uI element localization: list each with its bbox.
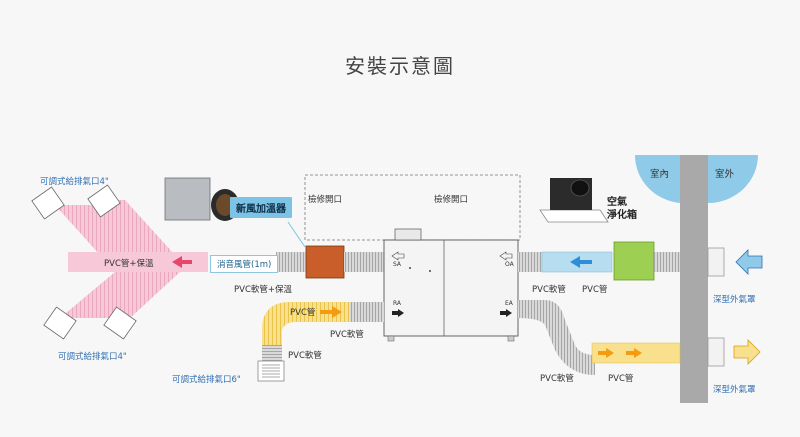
flex-duct-to-wall-top	[654, 252, 680, 272]
ea-arrow-right-2	[626, 348, 642, 358]
label-pvc-pipe-right-top: PVC管	[582, 285, 608, 295]
heater-callout-leader	[287, 221, 306, 248]
label-port-ra: RA	[393, 300, 402, 307]
label-port-sa: SA	[393, 261, 402, 268]
unit-arrow-sa	[391, 251, 405, 261]
label-inspection-port-2: 檢修開口	[434, 195, 469, 205]
flex-duct-ra	[350, 302, 384, 322]
exterior-wall	[680, 155, 708, 403]
flex-duct-heater-to-unit	[344, 252, 384, 272]
label-pvc-flex-right-top: PVC軟管	[532, 285, 566, 295]
callout-fresh-air-heater: 新風加溫器	[230, 197, 292, 218]
indoor-zone-shape	[634, 155, 680, 203]
label-air-purifier-line2: 淨化箱	[607, 210, 637, 221]
ea-arrow-right-1	[598, 348, 614, 358]
label-pvc-flex-mid: PVC軟管	[330, 330, 364, 340]
outdoor-hood-top	[707, 247, 763, 277]
oa-arrow-left	[570, 256, 592, 268]
label-port-oa: OA	[505, 261, 514, 268]
air-purifier-box	[613, 241, 655, 281]
label-pvc-flex-insulation: PVC軟管+保溫	[234, 285, 292, 295]
heat-exchanger-unit	[383, 228, 519, 342]
label-muffler-duct: 消音風管(1m)	[210, 255, 279, 273]
outdoor-hood-bottom	[707, 337, 761, 367]
vent-grilles-4	[31, 184, 137, 340]
flex-duct-oa	[518, 252, 542, 272]
label-pvc-flex-lower: PVC軟管	[288, 351, 322, 361]
label-vent-4-top: 可調式給排氣口4"	[40, 177, 109, 187]
page-title: 安裝示意圖	[345, 54, 455, 78]
label-vent-4-bottom: 可調式給排氣口4"	[58, 352, 127, 362]
outdoor-zone-shape	[708, 155, 758, 203]
label-port-ea: EA	[505, 300, 513, 307]
label-deep-hood-top: 深型外氣罩	[713, 295, 756, 305]
supply-arrow-left	[172, 256, 192, 268]
unit-arrow-oa	[499, 251, 513, 261]
flex-duct-to-vent-6	[262, 345, 282, 363]
label-pvc-pipe-yellow: PVC管	[290, 308, 316, 318]
label-outdoor: 室外	[715, 169, 735, 180]
unit-arrow-ea	[500, 309, 512, 317]
label-vent-6: 可調式給排氣口6"	[172, 375, 241, 385]
label-indoor: 室內	[650, 169, 670, 180]
ra-arrow-right	[320, 306, 342, 318]
label-inspection-port-1: 檢修開口	[308, 195, 343, 205]
label-pvc-pipe-insulation: PVC管+保溫	[104, 259, 154, 269]
purifier-product-image	[539, 178, 609, 223]
label-pvc-flex-right-bottom: PVC軟管	[540, 374, 574, 384]
label-pvc-pipe-right-bottom: PVC管	[608, 374, 634, 384]
label-air-purifier: 空氣 淨化箱	[607, 196, 637, 222]
flex-duct-ea	[518, 300, 595, 375]
label-air-purifier-line1: 空氣	[607, 197, 627, 208]
unit-arrow-ra	[392, 309, 404, 317]
label-deep-hood-bottom: 深型外氣罩	[713, 385, 756, 395]
flex-duct-to-heater	[276, 252, 306, 272]
heater-product-image	[164, 177, 239, 221]
supply-duct-network	[55, 200, 208, 318]
fresh-air-heater-unit	[305, 245, 345, 279]
